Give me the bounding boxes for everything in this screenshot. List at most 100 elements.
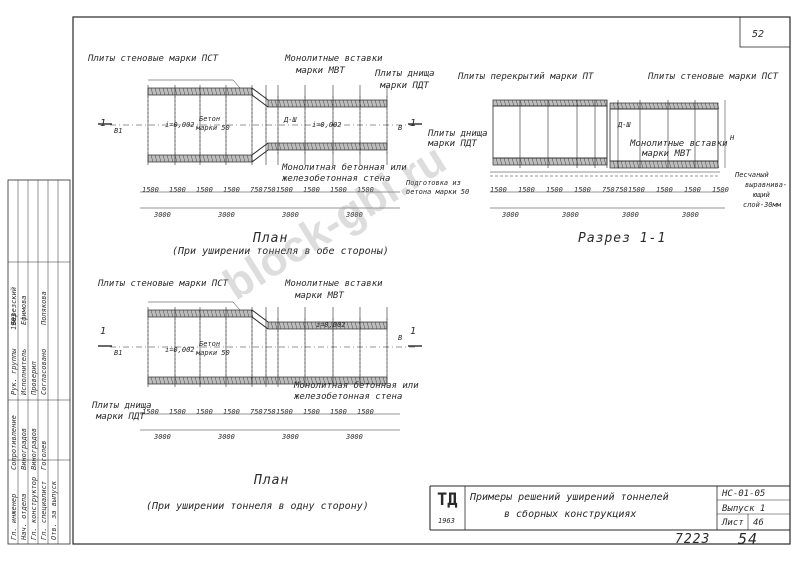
title-block-title-2: в сборных конструкциях bbox=[504, 509, 637, 520]
plan-bottom-concrete-1: Бетон bbox=[199, 340, 221, 348]
plan-top-label-wall-2: железобетонная стена bbox=[282, 174, 391, 184]
dimension-small: 750 bbox=[615, 186, 628, 194]
dimension-big: 3000 bbox=[622, 211, 639, 219]
dimension-small: 1500 bbox=[303, 408, 320, 416]
dimension-big: 3000 bbox=[502, 211, 519, 219]
plan-bottom-dim-b: В bbox=[398, 334, 403, 342]
dimension-small: 750 bbox=[602, 186, 615, 194]
title-block-sheet-label: Лист bbox=[722, 518, 744, 528]
plan-top-dim-b: В bbox=[398, 124, 403, 132]
dimension-small: 1500 bbox=[142, 408, 159, 416]
stamp-cell: Исполнитель bbox=[20, 348, 28, 395]
dimension-small: 1500 bbox=[574, 186, 591, 194]
dimension-small: 1500 bbox=[357, 408, 374, 416]
stamp-cell: Сопротивление bbox=[10, 415, 18, 470]
dimension-small: 1500 bbox=[330, 186, 347, 194]
plan-top-inner-mark: Д-Ш bbox=[284, 116, 297, 124]
section-label-sand-1: Песчаный bbox=[735, 171, 769, 179]
plan-top-slope-left: i=0,002 bbox=[165, 121, 195, 129]
dimension-big: 3000 bbox=[346, 211, 363, 219]
dimension-small: 750 bbox=[263, 408, 276, 416]
section-label-mvt-1: Монолитные вставки bbox=[630, 139, 728, 149]
plan-top-caption-title: План bbox=[253, 231, 289, 246]
dimension-big: 3000 bbox=[682, 211, 699, 219]
plan-top-label-pdt-2: марки ПДТ bbox=[380, 81, 429, 91]
title-block-year: 1963 bbox=[438, 517, 455, 525]
title-block-code: НС-01-05 bbox=[722, 489, 766, 499]
dimension-small: 1500 bbox=[196, 186, 213, 194]
title-block-issue: Выпуск 1 bbox=[722, 504, 766, 514]
section-label-pst: Плиты стеновые марки ПСТ bbox=[648, 72, 779, 82]
plan-top-section-mark-left: 1 bbox=[100, 118, 107, 129]
title-block-title-1: Примеры решений уширений тоннелей bbox=[470, 492, 669, 503]
section-label-prep-2: бетона марки 50 bbox=[406, 188, 470, 196]
plan-bottom-section-mark-right: 1 bbox=[410, 326, 417, 337]
plan-top-caption-sub: (При уширении тоннеля в обе стороны) bbox=[172, 246, 389, 257]
plan-top-dim-b1: В1 bbox=[114, 127, 123, 135]
dimension-big: 3000 bbox=[282, 433, 299, 441]
plan-top-label-pdt-1: Плиты днища bbox=[375, 69, 435, 79]
dimension-small: 1500 bbox=[276, 408, 293, 416]
plan-bottom-label-wall-2: железобетонная стена bbox=[294, 392, 403, 402]
plan-bottom-slope-right: i=0,002 bbox=[316, 321, 346, 329]
dimension-small: 1500 bbox=[303, 186, 320, 194]
stamp-cell: Березский bbox=[10, 287, 18, 325]
plan-bottom-label-mvt-1: Монолитные вставки bbox=[285, 279, 383, 289]
stamp-cell: Отв. за выпуск bbox=[50, 480, 58, 540]
section-label-mvt-2: марки МВТ bbox=[642, 149, 691, 159]
stamp-cell: Нач. отдела bbox=[20, 493, 28, 540]
section-dim-h: Н bbox=[730, 134, 735, 142]
dimension-small: 1500 bbox=[330, 408, 347, 416]
stamp-cell: Полякова bbox=[40, 291, 48, 325]
plan-bottom-dim-b1: В1 bbox=[114, 349, 123, 357]
dimension-small: 1500 bbox=[142, 186, 159, 194]
dimension-small: 1500 bbox=[196, 408, 213, 416]
plan-bottom-caption-sub: (При уширении тоннеля в одну сторону) bbox=[146, 501, 369, 512]
dimension-small: 1500 bbox=[712, 186, 729, 194]
title-block-sheet-no: 46 bbox=[753, 518, 764, 528]
dimension-big: 3000 bbox=[154, 211, 171, 219]
stamp-cell: Виноградов bbox=[30, 427, 38, 470]
dimension-big: 3000 bbox=[154, 433, 171, 441]
plan-bottom-label-pdt-2: марки ПДТ bbox=[96, 412, 145, 422]
plan-top-label-pst: Плиты стеновые марки ПСТ bbox=[88, 54, 219, 64]
dimension-small: 1500 bbox=[169, 408, 186, 416]
section-label-pdt-2: марки ПДТ bbox=[428, 139, 477, 149]
plan-bottom-label-pst: Плиты стеновые марки ПСТ bbox=[98, 279, 229, 289]
section-label-pt: Плиты перекрытий марки ПТ bbox=[458, 72, 594, 82]
section-label-sand-3: ющий bbox=[753, 191, 770, 199]
plan-bottom-concrete-2: марки 50 bbox=[196, 349, 230, 357]
dimension-big: 3000 bbox=[346, 433, 363, 441]
page-number: 52 bbox=[752, 29, 765, 40]
dimension-small: 750 bbox=[250, 408, 263, 416]
dimension-small: 1500 bbox=[546, 186, 563, 194]
stamp-cell: Гл. конструктор bbox=[30, 476, 38, 540]
dimension-small: 1500 bbox=[223, 408, 240, 416]
stamp-cell: Ефимова bbox=[20, 295, 28, 325]
stamp-cell: Рук. группы bbox=[10, 348, 18, 395]
dimension-big: 3000 bbox=[562, 211, 579, 219]
footer-right-number: 54 bbox=[738, 530, 759, 548]
title-block-logo: ТД bbox=[437, 490, 458, 510]
plan-top-label-mvt-1: Монолитные вставки bbox=[285, 54, 383, 64]
dimension-small: 1500 bbox=[223, 186, 240, 194]
plan-bottom-caption-title: План bbox=[254, 473, 290, 488]
dimension-small: 1500 bbox=[276, 186, 293, 194]
section-label-sand-4: слой-30мм bbox=[743, 201, 781, 209]
plan-bottom-label-mvt-2: марки МВТ bbox=[295, 291, 344, 301]
section-label-pdt-1: Плиты днища bbox=[428, 129, 488, 139]
plan-top-label-mvt-2: марки МВТ bbox=[296, 66, 345, 76]
plan-bottom-label-pdt-1: Плиты днища bbox=[92, 401, 152, 411]
dimension-small: 1500 bbox=[684, 186, 701, 194]
dimension-small: 1500 bbox=[169, 186, 186, 194]
dimension-small: 1500 bbox=[518, 186, 535, 194]
section-label-sand-2: выравнива- bbox=[745, 181, 788, 189]
dimension-small: 1500 bbox=[357, 186, 374, 194]
dimension-small: 1500 bbox=[656, 186, 673, 194]
plan-top-section-mark-right: 1 bbox=[410, 118, 417, 129]
stamp-cell: Гоголев bbox=[40, 440, 48, 470]
stamp-cell: Виноградов bbox=[20, 427, 28, 470]
stamp-cell: Гл. специалист bbox=[40, 480, 48, 540]
plan-top-slope-right: i=0,002 bbox=[312, 121, 342, 129]
